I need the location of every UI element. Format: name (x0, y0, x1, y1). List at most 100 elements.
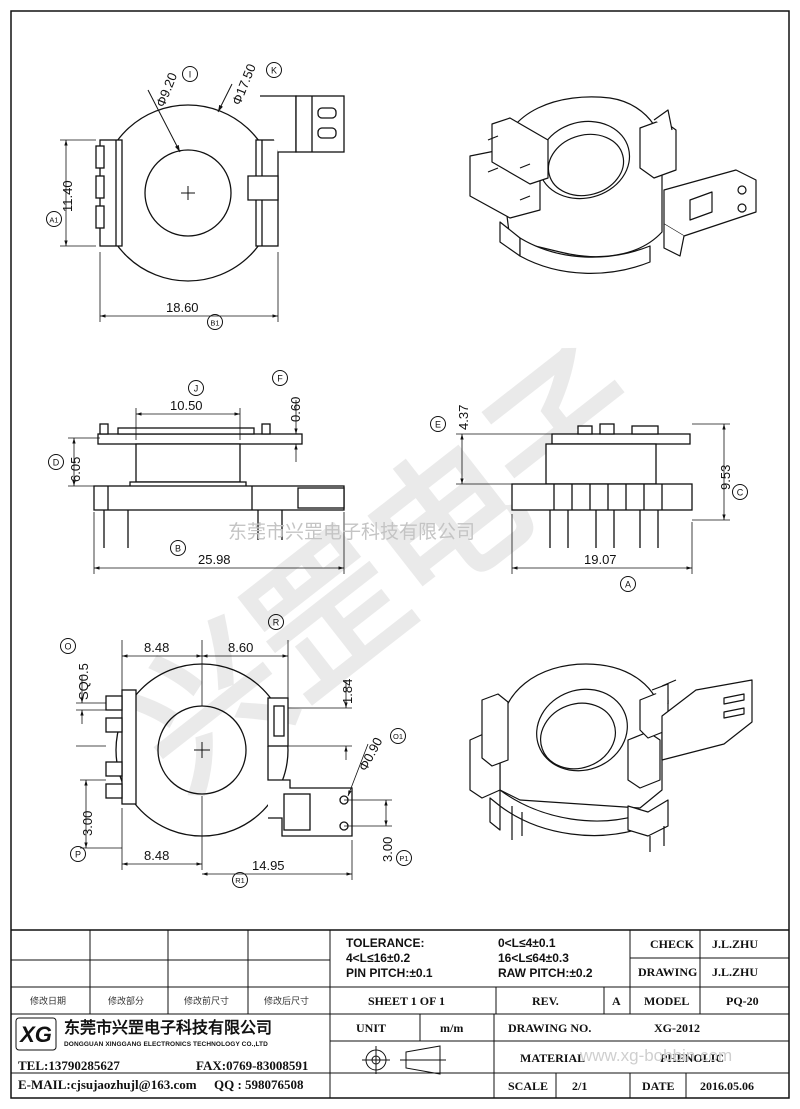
balloon-a: A (625, 580, 631, 590)
front-view (511, 423, 693, 548)
side-view-balloons (48, 370, 288, 556)
rev-value: A (612, 994, 621, 1008)
pin-pitch: PIN PITCH:±0.1 (346, 966, 433, 980)
company-name-en: DONGGUAN XINGGANG ELECTRONICS TECHNOLOGY… (64, 1041, 268, 1048)
inner-bore-circle (144, 149, 232, 237)
tolerance-2: 4<L≤16±0.2 (346, 951, 411, 965)
iso-view-bottom (469, 663, 753, 852)
side-view-dimlines (68, 400, 345, 574)
dim-outer-dia: Φ17.50 (229, 62, 259, 107)
material-value: PHENOLIC (660, 1051, 725, 1065)
top-view-balloons (46, 62, 282, 330)
check-label: CHECK (650, 937, 695, 951)
dim-width: 18.60 (166, 300, 199, 315)
projection-symbol-icon (362, 1045, 446, 1075)
dim-front-width: 19.07 (584, 552, 617, 567)
company-logo: XG (15, 1017, 57, 1051)
dim-right-half: 8.60 (228, 640, 253, 655)
dim-bottom-right: 14.95 (252, 858, 285, 873)
dim-flange: 0.60 (288, 397, 303, 422)
dim-inner-dia: Φ9.20 (153, 70, 180, 109)
front-view-dimlines (456, 423, 730, 574)
bottom-view-balloon-text: O R O1 P R1 P1 (64, 618, 408, 886)
rev-header-before: 修改前尺寸 (184, 996, 230, 1006)
company-name-cn: 东莞市兴罡电子科技有限公司 (64, 1020, 273, 1037)
check-value: J.L.ZHU (712, 937, 759, 951)
side-view-dims: 10.50 0.60 6.05 25.98 (68, 397, 303, 567)
front-view-balloon-text: E C A (435, 420, 744, 590)
tolerance-3: 16<L≤64±0.3 (498, 951, 569, 965)
raw-pitch: RAW PITCH:±0.2 (498, 966, 593, 980)
rev-header-after: 修改后尺寸 (264, 996, 310, 1006)
rev-label: REV. (532, 994, 559, 1008)
material-label: MATERIAL (520, 1051, 586, 1065)
title-block-grid (11, 929, 789, 1098)
dim-front-top-h: 4.37 (456, 405, 471, 430)
dim-sq-pin: SQ0.5 (76, 663, 91, 700)
dim-hole-dia: Φ0.90 (355, 735, 385, 774)
dim-top-width: 10.50 (170, 398, 203, 413)
balloon-r1: R1 (235, 876, 245, 885)
sheet-info: SHEET 1 OF 1 (368, 994, 446, 1008)
top-view-dims: Φ9.20 Φ17.50 11.40 18.60 (60, 62, 259, 315)
unit-label: UNIT (356, 1021, 387, 1035)
side-view (93, 423, 345, 548)
balloon-c: C (737, 488, 744, 498)
balloon-k: K (271, 66, 277, 76)
tolerance-label: TOLERANCE: (346, 936, 425, 950)
rev-header-date: 修改日期 (30, 996, 67, 1006)
dim-front-height: 9.53 (718, 465, 733, 490)
email: E-MAIL:cjsujaozhujl@163.com (18, 1077, 197, 1092)
front-view-dims: 4.37 9.53 19.07 (456, 405, 733, 567)
balloon-f: F (277, 374, 283, 384)
date-value: 2016.05.06 (700, 1079, 754, 1093)
model-value: PQ-20 (726, 994, 759, 1008)
scale-label: SCALE (508, 1079, 549, 1093)
drawing-no-value: XG-2012 (654, 1021, 700, 1035)
logo-letters: XG (18, 1022, 52, 1047)
bottom-view-dims: 8.48 8.60 SQ0.5 1.84 Φ0.90 3.00 8.48 14.… (76, 640, 395, 873)
fax: FAX:0769-83008591 (196, 1058, 309, 1073)
top-view-balloon-text: I K A1 B1 (49, 66, 277, 328)
iso-view-top (469, 96, 757, 274)
drawing-label: DRAWING (638, 965, 698, 979)
balloon-d: D (53, 458, 60, 468)
unit-value: m/m (440, 1021, 464, 1035)
sheet-border (10, 10, 790, 1099)
site-watermark: www.xg-bobbin.com (580, 1046, 733, 1065)
bottom-view (105, 663, 353, 837)
balloon-i: I (189, 70, 192, 80)
dim-side-height: 6.05 (68, 457, 83, 482)
balloon-e: E (435, 420, 441, 430)
balloon-b: B (175, 544, 181, 554)
company-watermark: 东莞市兴罡电子科技有限公司 (228, 521, 475, 543)
dim-pin-gap: 1.84 (340, 679, 355, 704)
dim-height: 11.40 (60, 180, 75, 212)
balloon-j: J (194, 384, 199, 394)
dim-left-half: 8.48 (144, 640, 169, 655)
qq: QQ : 598076508 (214, 1077, 304, 1092)
balloon-o: O (64, 642, 71, 652)
dim-pitch-right: 3.00 (380, 837, 395, 862)
dim-pitch-left: 3.00 (80, 811, 95, 836)
scale-value: 2/1 (572, 1079, 588, 1093)
side-view-balloon-text: J F D B (53, 374, 284, 554)
rev-header-part: 修改部分 (108, 996, 145, 1006)
balloon-a1: A1 (49, 216, 58, 225)
balloon-p: P (75, 850, 81, 860)
tel: TEL:13790285627 (18, 1058, 120, 1073)
date-label: DATE (642, 1079, 675, 1093)
dim-bottom-left: 8.48 (144, 848, 169, 863)
dim-length: 25.98 (198, 552, 231, 567)
front-view-balloons (430, 416, 748, 592)
drawing-value: J.L.ZHU (712, 965, 759, 979)
balloon-p1: P1 (399, 854, 408, 863)
tolerance-1: 0<L≤4±0.1 (498, 936, 556, 950)
bottom-view-balloons (60, 614, 412, 888)
bottom-view-dimlines (76, 640, 392, 880)
balloon-r: R (273, 618, 280, 628)
balloon-b1: B1 (210, 319, 219, 328)
top-view (60, 83, 345, 322)
